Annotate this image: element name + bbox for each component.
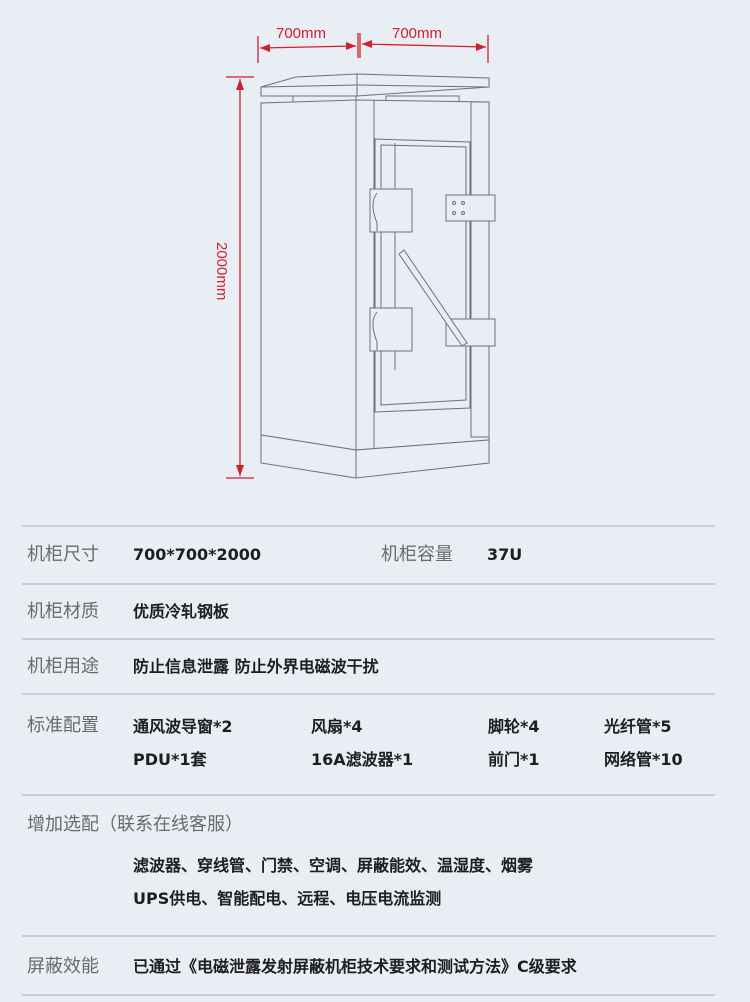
optional-items-line: 滤波器、穿线管、门禁、空调、屏蔽能效、温湿度、烟雾 xyxy=(133,856,534,875)
config-item: 通风波导窗*2 xyxy=(133,717,233,736)
size-label: 机柜尺寸 xyxy=(27,544,99,565)
shielding-value: 已通过《电磁泄露发射屏蔽机柜技术要求和测试方法》C级要求 xyxy=(133,957,577,976)
height-dimension-label: 2000mm xyxy=(213,242,230,300)
config-item: 风扇*4 xyxy=(311,717,363,736)
divider xyxy=(22,935,715,937)
usage-label: 机柜用途 xyxy=(27,656,99,677)
config-item: PDU*1套 xyxy=(133,750,207,769)
material-label: 机柜材质 xyxy=(27,601,99,622)
standard-config-label: 标准配置 xyxy=(27,715,99,736)
width-dimension-label: 700mm xyxy=(276,25,326,42)
shielding-label: 屏蔽效能 xyxy=(27,956,99,977)
optional-items-line: UPS供电、智能配电、远程、电压电流监测 xyxy=(133,889,442,908)
capacity-value: 37U xyxy=(487,545,523,564)
optional-config-label: 增加选配（联系在线客服） xyxy=(27,814,243,835)
size-value: 700*700*2000 xyxy=(133,545,262,564)
config-item: 网络管*10 xyxy=(604,750,683,769)
config-item: 16A滤波器*1 xyxy=(311,750,414,769)
cabinet-drawing: 700mm 700mm 2000mm xyxy=(213,25,496,479)
usage-value: 防止信息泄露 防止外界电磁波干扰 xyxy=(133,657,379,676)
config-item: 前门*1 xyxy=(488,750,540,769)
dimension-lines xyxy=(226,33,489,479)
config-item: 脚轮*4 xyxy=(488,717,540,736)
material-value: 优质冷轧钢板 xyxy=(133,602,230,621)
cabinet-outline xyxy=(260,73,496,479)
divider xyxy=(22,794,715,796)
capacity-label: 机柜容量 xyxy=(381,544,453,565)
divider xyxy=(22,994,715,996)
depth-dimension-label: 700mm xyxy=(392,25,442,42)
divider xyxy=(22,638,715,640)
divider xyxy=(22,693,715,695)
divider xyxy=(22,525,715,527)
divider xyxy=(22,583,715,585)
config-item: 光纤管*5 xyxy=(604,717,672,736)
